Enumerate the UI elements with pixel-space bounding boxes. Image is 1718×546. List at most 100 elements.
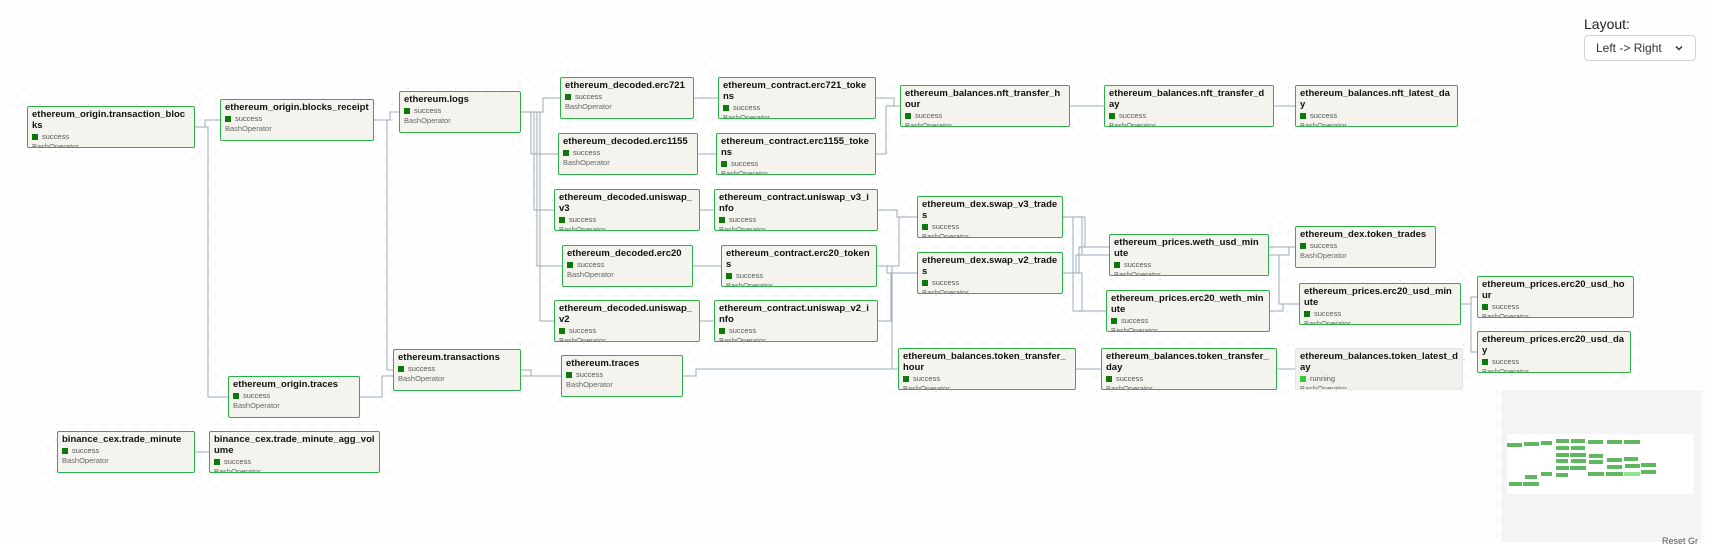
- minimap-viewport[interactable]: [1506, 434, 1694, 494]
- task-operator: BashOperator: [905, 121, 952, 127]
- task-id: ethereum_prices.weth_usd_minute: [1114, 237, 1259, 259]
- minimap-node: [1509, 481, 1523, 486]
- task-state: running: [1300, 374, 1458, 384]
- task-id: ethereum_decoded.erc1155: [563, 136, 688, 147]
- task-operator: BashOperator: [903, 384, 950, 390]
- state-square-icon: [233, 393, 239, 399]
- reset-graph-link[interactable]: Reset Gr: [1662, 536, 1699, 546]
- task-state-label: success: [414, 106, 442, 115]
- minimap-node: [1555, 445, 1569, 450]
- task-state-label: success: [72, 446, 100, 455]
- dependency-edge: [876, 105, 900, 155]
- dependency-edge: [1063, 216, 1109, 256]
- task-id: ethereum_balances.token_latest_day: [1300, 351, 1458, 373]
- task-operator: BashOperator: [225, 124, 272, 133]
- task-state: success: [726, 271, 872, 281]
- task-operator: BashOperator: [1482, 312, 1529, 318]
- state-square-icon: [565, 94, 571, 100]
- state-square-icon: [726, 273, 732, 279]
- task-operator: BashOperator: [719, 336, 766, 342]
- task-state: success: [719, 215, 873, 225]
- task-id: ethereum.traces: [566, 358, 640, 369]
- state-square-icon: [214, 459, 220, 465]
- state-square-icon: [1300, 376, 1306, 382]
- task-state: success: [233, 391, 355, 401]
- dependency-edge: [1269, 246, 1295, 256]
- task-operator: BashOperator: [1304, 319, 1351, 325]
- minimap-node: [1606, 464, 1623, 469]
- task-operator: BashOperator: [1482, 367, 1529, 373]
- layout-select[interactable]: Left -> Right: [1584, 35, 1696, 61]
- minimap-node: [1555, 466, 1570, 470]
- minimap-node: [1607, 458, 1622, 463]
- task-operator: BashOperator: [1106, 384, 1153, 390]
- task-state: success: [922, 222, 1058, 232]
- dependency-edge: [521, 97, 560, 113]
- state-square-icon: [567, 262, 573, 268]
- dependency-edge: [1461, 296, 1477, 305]
- task-state: success: [565, 92, 689, 102]
- minimap-node: [1624, 471, 1641, 476]
- task-operator: BashOperator: [559, 225, 606, 231]
- dependency-edge: [878, 272, 917, 322]
- task-id: ethereum_decoded.erc20: [567, 248, 682, 259]
- minimap-node: [1624, 440, 1640, 445]
- dependency-edge: [1461, 303, 1477, 353]
- task-operator: BashOperator: [566, 380, 613, 389]
- minimap-node: [1540, 471, 1553, 476]
- chevron-down-icon: [1673, 42, 1685, 57]
- task-state: success: [903, 374, 1071, 384]
- task-operator: BashOperator: [723, 113, 770, 119]
- task-operator: BashOperator: [567, 270, 614, 279]
- task-state: success: [225, 114, 369, 124]
- task-operator: BashOperator: [1111, 326, 1158, 332]
- task-state-label: success: [729, 326, 757, 335]
- task-operator: BashOperator: [233, 401, 280, 410]
- task-operator: BashOperator: [1109, 121, 1156, 127]
- dependency-edge: [195, 126, 228, 398]
- state-square-icon: [1111, 318, 1117, 324]
- minimap-node: [1606, 471, 1623, 476]
- minimap-node: [1556, 459, 1569, 464]
- task-state-label: success: [408, 364, 436, 373]
- task-operator: BashOperator: [1300, 251, 1347, 260]
- dependency-edge: [1063, 254, 1109, 274]
- task-state: success: [719, 326, 873, 336]
- minimap[interactable]: [1501, 390, 1701, 542]
- task-id: ethereum_contract.erc721_tokens: [723, 80, 867, 102]
